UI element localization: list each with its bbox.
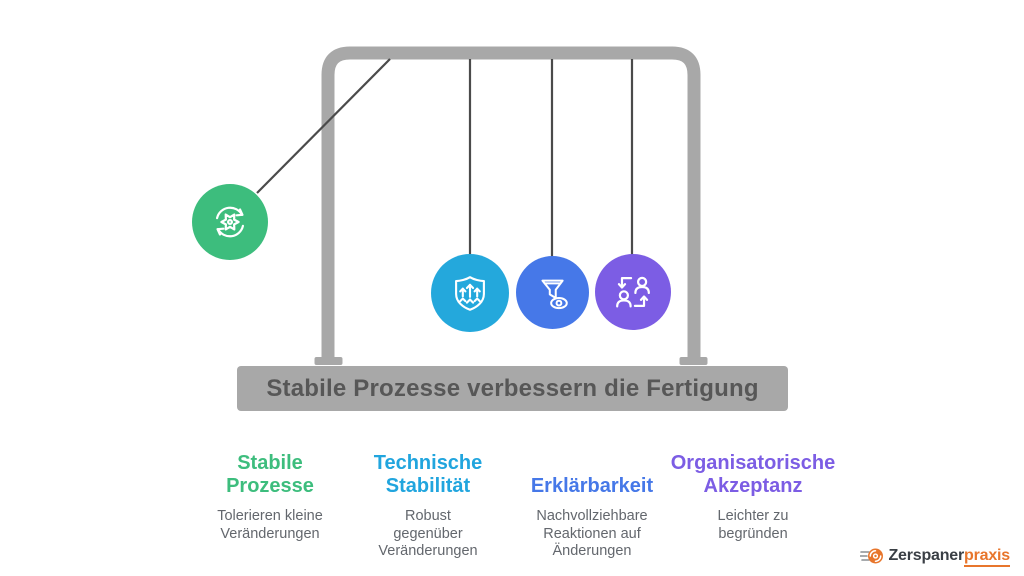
- pendulum-technische-stabilitaet: [431, 254, 509, 332]
- base-bar-title: Stabile Prozesse verbessern die Fertigun…: [237, 366, 788, 411]
- shield-arrows-icon: [455, 276, 485, 311]
- column-body: Leichter zu begründen: [717, 508, 789, 542]
- cradle-left-foot: [314, 357, 343, 365]
- column-body: Robust gegenüber Veränderungen: [378, 508, 478, 560]
- pendulum-string-swung: [256, 58, 391, 194]
- brand-logo: Zerspanerpraxis: [860, 544, 1010, 568]
- column-erklaerbarkeit: Erklärbarkeit Nachvollziehbare Reaktione…: [498, 449, 686, 561]
- pendulum-organisatorische-akzeptanz: [595, 254, 671, 330]
- column-organisatorische-akzeptanz: Organisatorische Akzeptanz Leichter zu b…: [654, 449, 852, 543]
- column-heading: Organisatorische Akzeptanz: [670, 452, 836, 497]
- column-heading: Stabile Prozesse: [226, 452, 314, 497]
- brand-suffix: praxis: [964, 547, 1010, 567]
- cradle-right-foot: [679, 357, 708, 365]
- column-body: Tolerieren kleine Veränderungen: [217, 508, 323, 542]
- people-swap-icon: [616, 276, 650, 308]
- column-heading: Technische Stabilität: [373, 452, 483, 497]
- pendulum-stabile-prozesse: [192, 184, 268, 260]
- brand-disc-icon: [860, 548, 884, 564]
- pendulum-erklaerbarkeit: [516, 256, 589, 329]
- column-stabile-prozesse: Stabile Prozesse Tolerieren kleine Verän…: [180, 449, 360, 543]
- column-heading: Erklärbarkeit: [530, 474, 654, 497]
- brand-name: Zerspaner: [888, 547, 965, 564]
- column-technische-stabilitaet: Technische Stabilität Robust gegenüber V…: [338, 449, 518, 561]
- process-sync-icon: [215, 206, 245, 238]
- column-body: Nachvollziehbare Reaktionen auf Änderung…: [536, 508, 648, 560]
- cradle-frame: [321, 46, 701, 362]
- funnel-eye-icon: [540, 279, 568, 309]
